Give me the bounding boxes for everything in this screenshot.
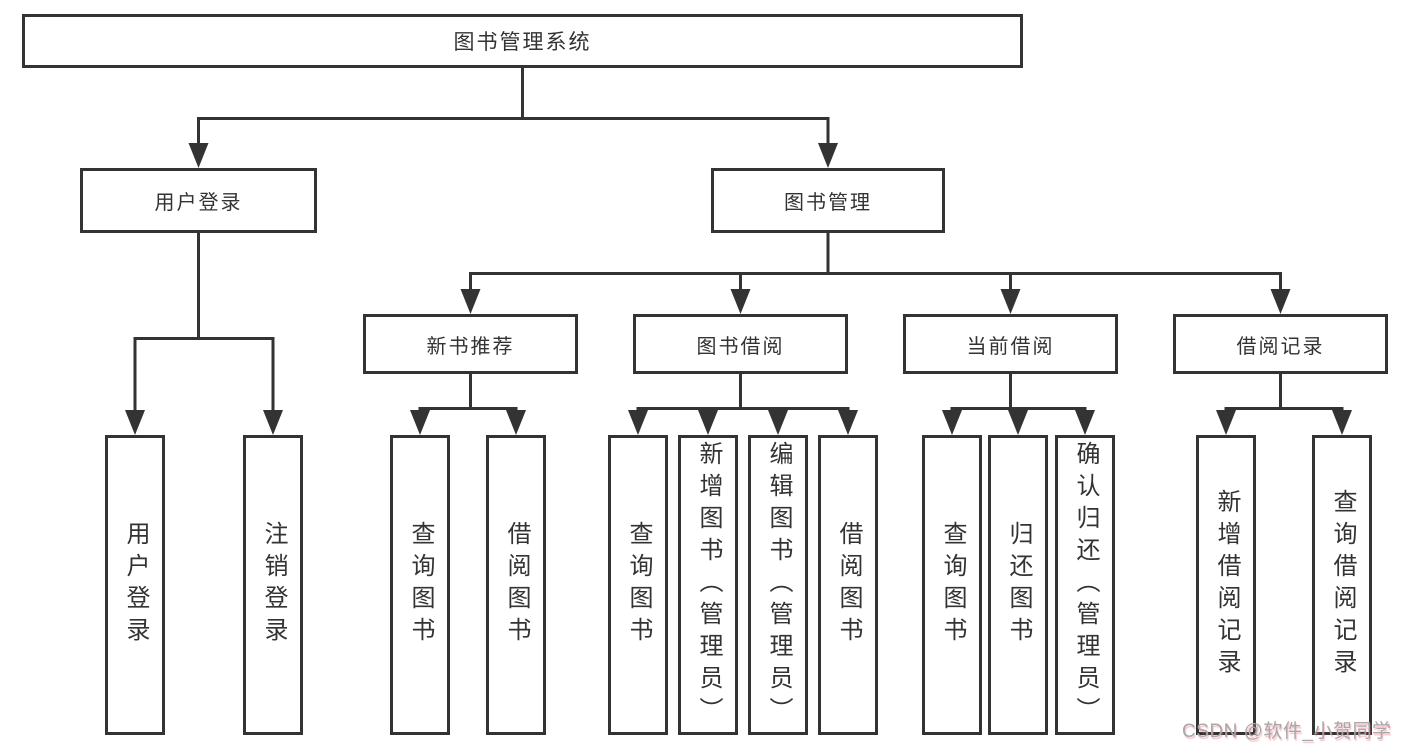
leaf-label: 查询借阅记录 [1329,489,1356,681]
leaf-query-books-current: 查询图书 [922,435,982,735]
leaf-label: 新增借阅记录 [1213,489,1240,681]
leaf-label: 查询图书 [625,521,652,649]
leaf-confirm-return-admin: 确认归还（管理员） [1055,435,1115,735]
leaf-add-books-admin: 新增图书（管理员） [678,435,738,735]
leaf-borrow-books-newbooks: 借阅图书 [486,435,546,735]
leaf-query-books-borrow: 查询图书 [608,435,668,735]
leaf-label: 查询图书 [407,521,434,649]
leaf-query-borrow-record: 查询借阅记录 [1312,435,1372,735]
arrowheads [125,143,1352,435]
leaf-user-login: 用户登录 [105,435,165,735]
leaf-label: 借阅图书 [835,521,862,649]
leaf-label: 确认归还（管理员） [1072,441,1099,729]
csdn-watermark: CSDN @软件_小贺同学 [1182,721,1392,742]
connector-records-to-leaves [1224,374,1344,410]
node-book-borrowing: 图书借阅 [633,314,848,374]
leaf-edit-books-admin: 编辑图书（管理员） [748,435,808,735]
leaf-label: 编辑图书（管理员） [765,441,792,729]
leaf-borrow-books: 借阅图书 [818,435,878,735]
connector-bookmgmt-to-level2 [469,233,1282,291]
leaf-label: 借阅图书 [503,521,530,649]
node-borrowing-records: 借阅记录 [1173,314,1388,374]
leaf-label: 归还图书 [1005,521,1032,649]
leaf-logout: 注销登录 [243,435,303,735]
leaf-label: 用户登录 [122,521,149,649]
node-new-book-recommend: 新书推荐 [363,314,578,374]
node-book-management: 图书管理 [711,168,945,233]
node-user-login: 用户登录 [80,168,317,233]
connector-root-to-level1 [197,68,830,146]
leaf-label: 查询图书 [939,521,966,649]
connector-borrow-to-leaves [636,374,850,410]
leaf-label: 新增图书（管理员） [695,441,722,729]
node-root-library-management-system: 图书管理系统 [22,14,1023,68]
connector-userlogin-to-leaves [133,233,275,413]
connector-current-to-leaves [950,374,1087,410]
leaf-add-borrow-record: 新增借阅记录 [1196,435,1256,735]
leaf-return-books: 归还图书 [988,435,1048,735]
leaf-query-books-newbooks: 查询图书 [390,435,450,735]
leaf-label: 注销登录 [260,521,287,649]
connector-newbooks-to-leaves [418,374,518,410]
node-current-borrowing: 当前借阅 [903,314,1118,374]
